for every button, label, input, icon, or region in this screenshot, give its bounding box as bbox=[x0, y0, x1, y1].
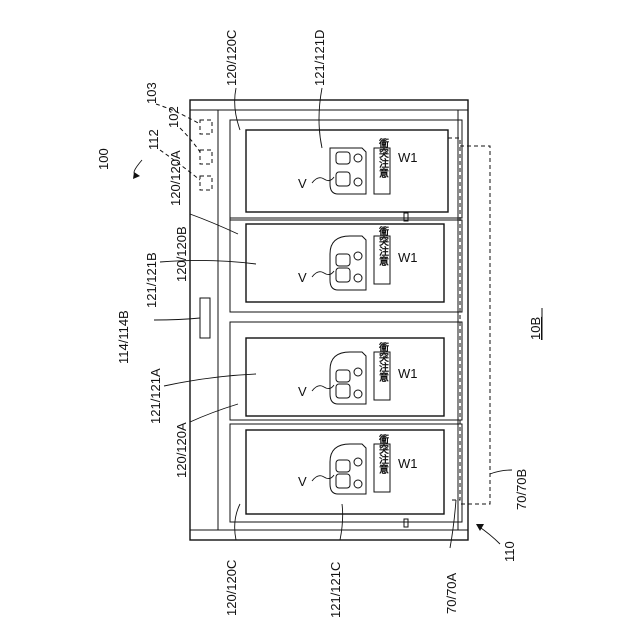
label-120B: 120/120B bbox=[174, 226, 189, 282]
label-103: 103 bbox=[144, 82, 159, 104]
leader-121A bbox=[164, 374, 256, 386]
vehicle-label: V bbox=[298, 270, 307, 285]
label-121C: 121/121C bbox=[328, 562, 343, 618]
vehicle-label: V bbox=[298, 384, 307, 399]
label-112: 112 bbox=[146, 129, 161, 150]
sensor-box-102 bbox=[200, 150, 212, 164]
warning-text: 衝突注意 bbox=[377, 341, 390, 383]
label-120A-upper: 120/120A bbox=[168, 150, 183, 206]
arrow-110 bbox=[476, 524, 484, 531]
sensor-box-103 bbox=[200, 120, 212, 134]
warning-id-label: W1 bbox=[398, 150, 418, 165]
label-121A: 121/121A bbox=[148, 368, 163, 424]
outer-cabinet bbox=[190, 100, 468, 540]
label-70A: 70/70A bbox=[444, 572, 459, 614]
label-120C-bottom: 120/120C bbox=[224, 560, 239, 616]
leader-100 bbox=[134, 160, 142, 174]
label-120C-top: 120/120C bbox=[224, 30, 239, 86]
label-100: 100 bbox=[96, 148, 111, 170]
leader-line bbox=[312, 475, 334, 481]
label-102: 102 bbox=[166, 106, 181, 128]
vehicle-icon bbox=[330, 444, 366, 494]
vehicle-icon bbox=[330, 236, 366, 290]
door-frame-120A bbox=[230, 322, 462, 420]
leader-70A bbox=[450, 500, 456, 548]
warning-id-label: W1 bbox=[398, 366, 418, 381]
leader-120B bbox=[190, 214, 238, 234]
vehicle-label: V bbox=[298, 474, 307, 489]
leader-line bbox=[312, 177, 334, 183]
label-120A: 120/120A bbox=[174, 422, 189, 478]
leader-120A bbox=[190, 404, 238, 422]
leader-120C-top bbox=[235, 88, 240, 130]
label-70B: 70/70B bbox=[514, 469, 529, 510]
leader-114 bbox=[154, 318, 200, 320]
warning-text: 衝突注意 bbox=[377, 433, 390, 475]
arrow-100 bbox=[133, 172, 140, 179]
label-110: 110 bbox=[502, 541, 517, 562]
panel-121D bbox=[246, 130, 448, 212]
leader-line bbox=[312, 271, 334, 277]
slot-114 bbox=[200, 298, 210, 338]
warning-id-label: W1 bbox=[398, 250, 418, 265]
sensor-box-112 bbox=[200, 176, 212, 190]
vehicle-icon bbox=[330, 148, 366, 194]
hinge-mark bbox=[404, 519, 408, 527]
vehicle-icon bbox=[330, 352, 366, 404]
label-121D: 121/121D bbox=[312, 30, 327, 86]
label-121B: 121/121B bbox=[144, 252, 159, 308]
vehicle-label: V bbox=[298, 176, 307, 191]
dashed-guide-70B bbox=[460, 146, 490, 504]
warning-id-label: W1 bbox=[398, 456, 418, 471]
leader-121D bbox=[319, 88, 322, 148]
door-frame-120C-bottom bbox=[230, 424, 462, 522]
warning-text: 衝突注意 bbox=[377, 225, 390, 267]
leader-70B bbox=[490, 470, 512, 474]
label-10B: 10B bbox=[528, 317, 543, 340]
leader-line bbox=[312, 385, 334, 391]
door-frame-120C-top bbox=[230, 120, 462, 218]
label-114: 114/114B bbox=[116, 310, 131, 364]
warning-text: 衝突注意 bbox=[377, 137, 390, 179]
